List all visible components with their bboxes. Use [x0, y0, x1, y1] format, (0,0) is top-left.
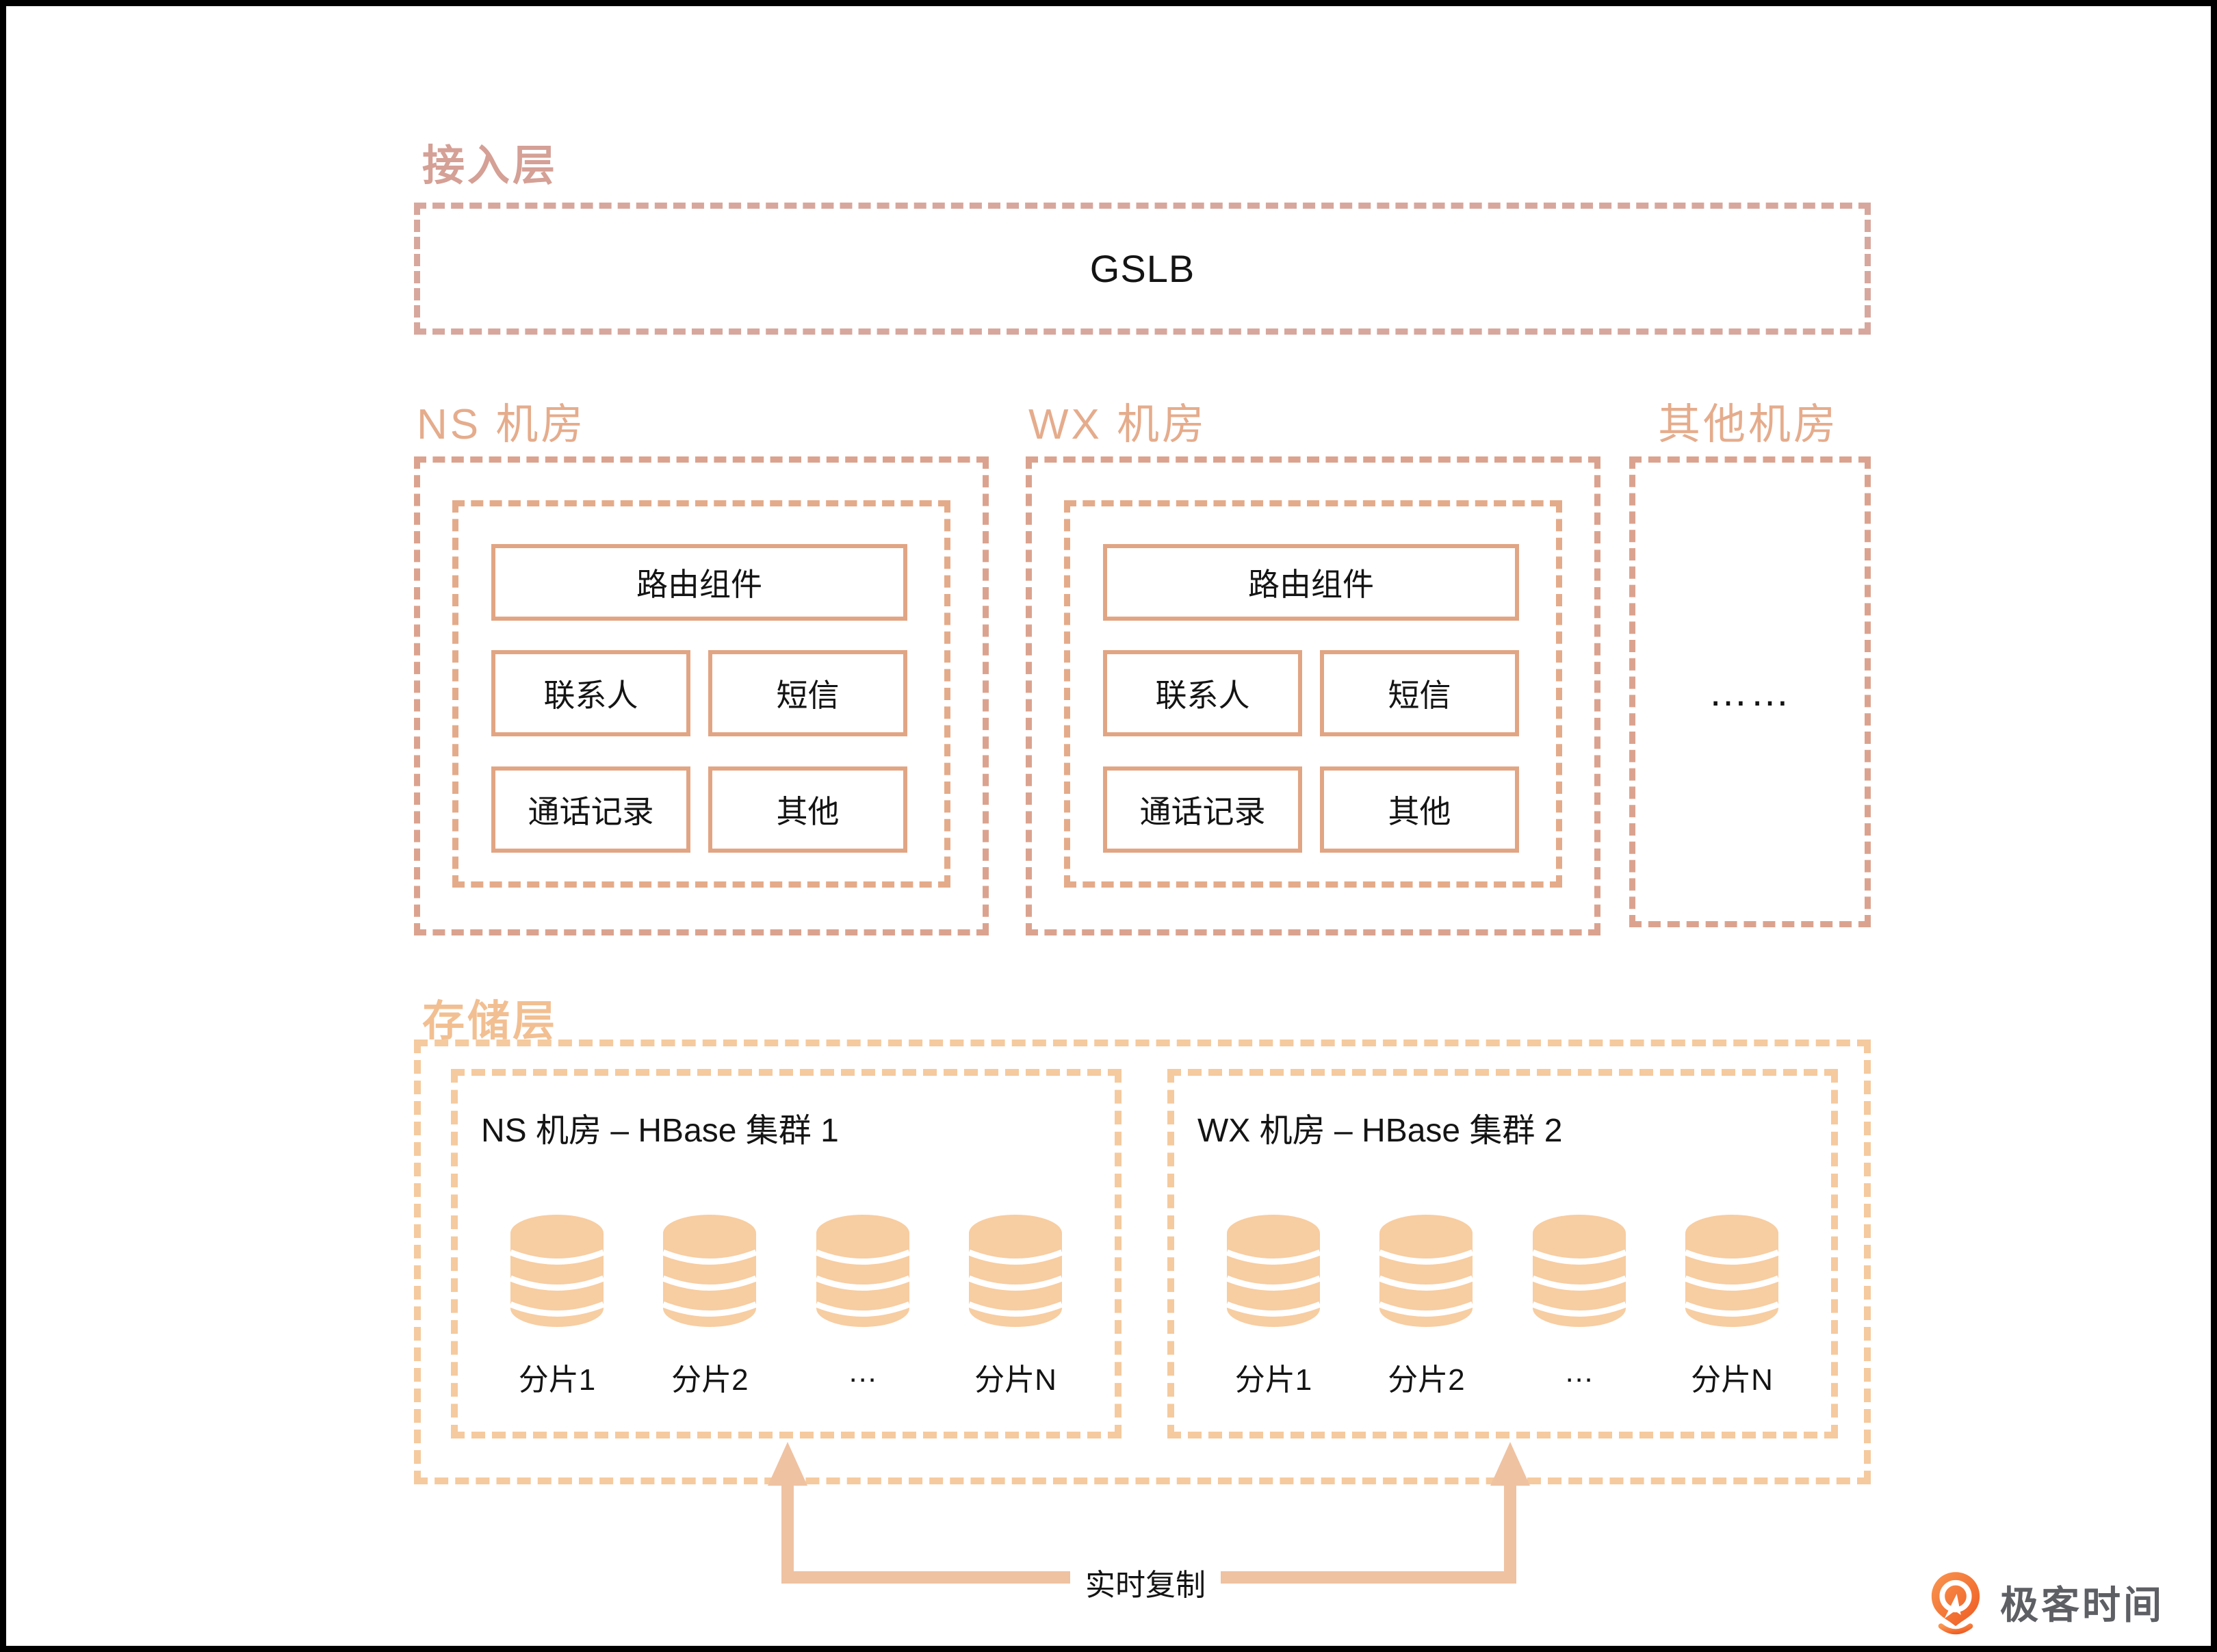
- hbase-cluster-2-shards: 分片1 分片2 … 分片N: [1212, 1355, 1793, 1403]
- shard-label: 分片1: [518, 1363, 596, 1397]
- ns-room-title: NS 机房: [417, 401, 586, 448]
- ns-module-calllog-label: 通话记录: [528, 794, 654, 829]
- replication-label: 实时复制: [1070, 1556, 1221, 1608]
- database-cylinder-icon: [1226, 1215, 1321, 1327]
- shard-label: 分片N: [974, 1363, 1056, 1397]
- ns-module-sms: 短信: [708, 650, 907, 736]
- ns-module-sms-label: 短信: [776, 677, 840, 713]
- database-cylinder-icon: [662, 1215, 757, 1327]
- access-layer-title: 接入层: [422, 142, 558, 190]
- database-cylinder-icon: [814, 1215, 911, 1327]
- gslb-label: GSLB: [1089, 247, 1195, 290]
- replication-arrowhead-left: [768, 1442, 807, 1486]
- gslb-box: GSLB: [414, 203, 1871, 335]
- database-cylinder-icon: [968, 1215, 1063, 1327]
- ns-module-contacts-label: 联系人: [543, 677, 638, 713]
- hbase-cluster-1-cylinders: [495, 1207, 1077, 1339]
- shard-label: 分片2: [1388, 1363, 1465, 1397]
- wx-room-inner-box: 路由组件 联系人 短信 通话记录 其他: [1064, 500, 1562, 888]
- hbase-cluster-1-shards: 分片1 分片2 … 分片N: [495, 1355, 1077, 1403]
- hbase-cluster-2-cylinders: [1212, 1207, 1793, 1339]
- wx-room-title: WX 机房: [1028, 401, 1208, 448]
- ns-module-calllog: 通话记录: [491, 766, 690, 853]
- shard-label: …: [1564, 1355, 1594, 1389]
- shard-label: 分片N: [1691, 1363, 1773, 1397]
- replication-arrow-right: [1504, 1481, 1516, 1584]
- wx-module-calllog-label: 通话记录: [1139, 794, 1266, 829]
- wx-module-other-label: 其他: [1388, 794, 1451, 829]
- ns-module-other: 其他: [708, 766, 907, 853]
- wx-module-other: 其他: [1320, 766, 1519, 853]
- hbase-cluster-1-title: NS 机房 – HBase 集群 1: [481, 1113, 839, 1149]
- wx-router-box: 路由组件: [1103, 544, 1519, 621]
- wx-router-label: 路由组件: [1248, 567, 1374, 602]
- shard-label: …: [847, 1355, 878, 1389]
- storage-layer-title: 存储层: [422, 998, 558, 1045]
- wx-module-calllog: 通话记录: [1103, 766, 1302, 853]
- ns-module-contacts: 联系人: [491, 650, 690, 736]
- wx-module-sms-label: 短信: [1388, 677, 1451, 713]
- replication-arrowhead-right: [1490, 1442, 1530, 1486]
- database-cylinder-icon: [1378, 1215, 1474, 1327]
- ns-router-box: 路由组件: [491, 544, 907, 621]
- shard-label: 分片2: [671, 1363, 749, 1397]
- ns-room-box: 路由组件 联系人 短信 通话记录 其他: [414, 456, 989, 935]
- wx-room-box: 路由组件 联系人 短信 通话记录 其他: [1026, 456, 1600, 935]
- wx-module-sms: 短信: [1320, 650, 1519, 736]
- database-cylinder-icon: [1531, 1215, 1627, 1327]
- ns-module-other-label: 其他: [776, 794, 840, 829]
- database-cylinder-icon: [509, 1215, 605, 1327]
- hbase-cluster-2-title: WX 机房 – HBase 集群 2: [1197, 1113, 1563, 1149]
- database-cylinder-icon: [1684, 1215, 1780, 1327]
- replication-arrow-left: [781, 1481, 794, 1584]
- wx-module-contacts: 联系人: [1103, 650, 1302, 736]
- wx-module-contacts-label: 联系人: [1155, 677, 1250, 713]
- geektime-logo-text: 极客时间: [2000, 1583, 2164, 1627]
- ns-router-label: 路由组件: [636, 567, 762, 602]
- other-room-title: 其他机房: [1658, 401, 1839, 448]
- other-room-box: ……: [1629, 456, 1871, 927]
- hbase-cluster-1-box: NS 机房 – HBase 集群 1: [451, 1069, 1122, 1438]
- geektime-logo-icon: [1931, 1572, 1980, 1635]
- geektime-logo: 极客时间: [1926, 1568, 2211, 1636]
- ns-room-inner-box: 路由组件 联系人 短信 通话记录 其他: [452, 500, 950, 888]
- shard-label: 分片1: [1234, 1363, 1312, 1397]
- hbase-cluster-2-box: WX 机房 – HBase 集群 2: [1167, 1069, 1838, 1438]
- other-room-ellipsis: ……: [1708, 669, 1792, 714]
